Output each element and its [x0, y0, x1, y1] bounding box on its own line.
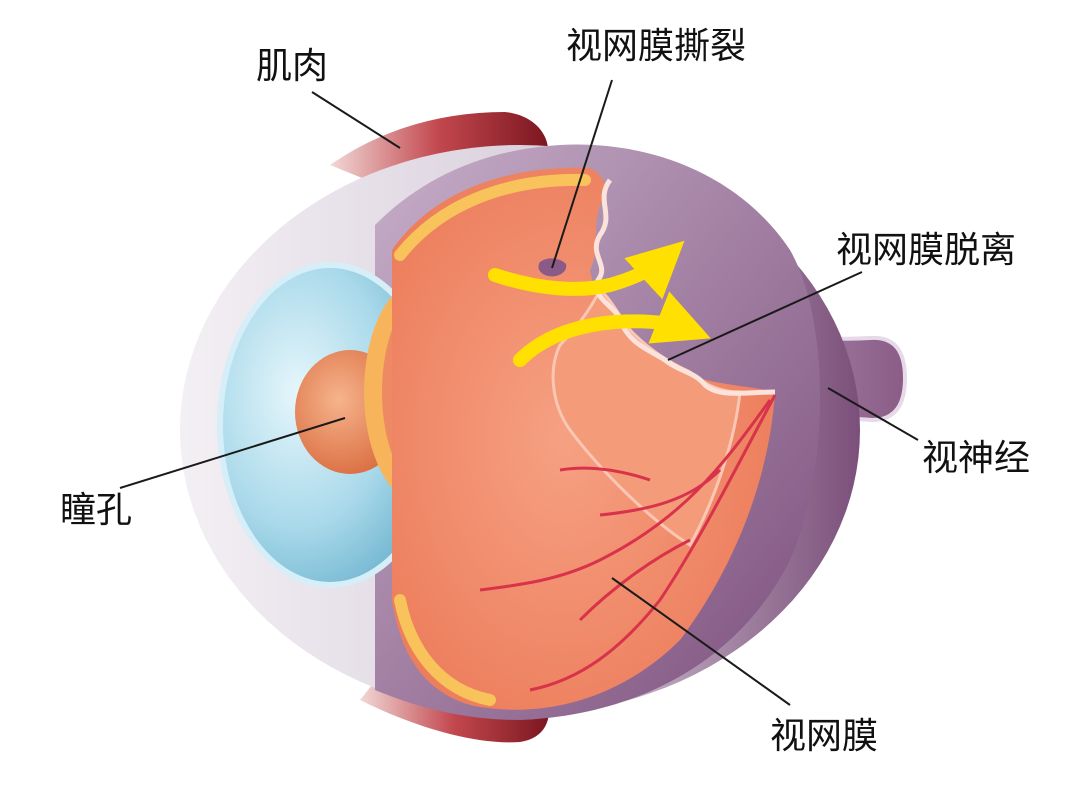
label-retinal-detachment: 视网膜脱离: [836, 230, 1016, 271]
label-muscle: 肌肉: [256, 46, 328, 87]
label-pupil: 瞳孔: [60, 490, 132, 531]
label-retina: 视网膜: [770, 716, 878, 757]
retina-rim: [394, 173, 591, 706]
label-optic-nerve: 视神经: [922, 438, 1030, 479]
leader-muscle: [311, 91, 401, 149]
leader-pupil: [119, 417, 346, 489]
leader-retina: [611, 577, 791, 706]
fluid-flow-arrows: [488, 240, 711, 367]
blood-vessels: [479, 394, 777, 692]
leader-optic-nerve: [827, 387, 919, 441]
leader-lines: [119, 79, 919, 706]
leader-retinal-tear: [551, 79, 613, 269]
leader-retinal-detachment: [667, 271, 863, 361]
muscle-top: [330, 112, 548, 182]
label-retinal-tear: 视网膜撕裂: [566, 26, 746, 67]
